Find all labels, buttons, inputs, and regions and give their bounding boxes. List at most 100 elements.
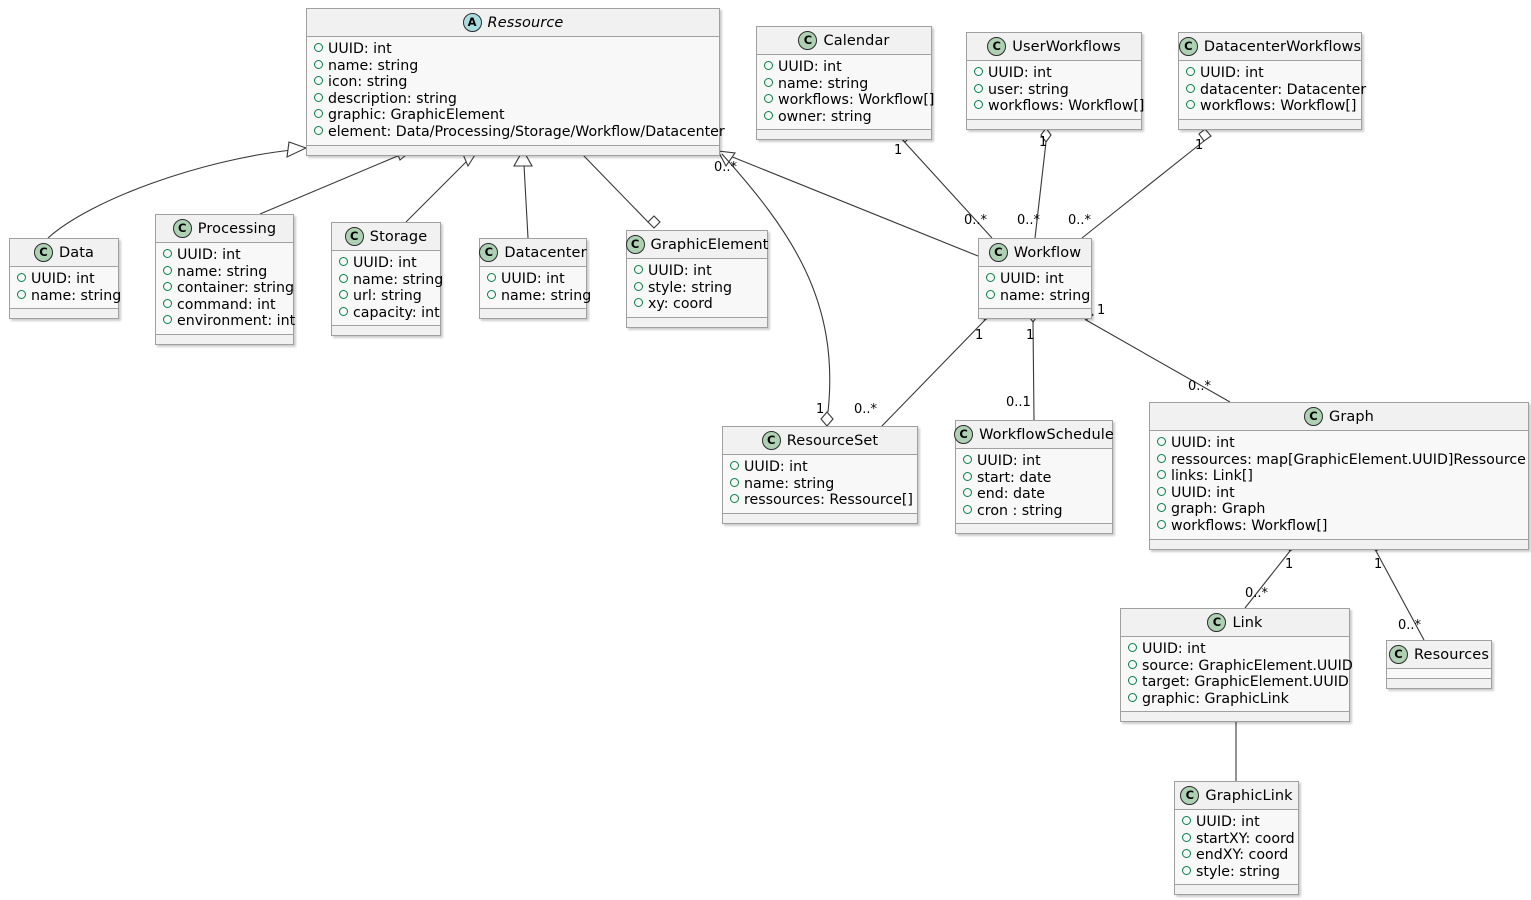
class-attribute: endXY: coord [1182,847,1292,864]
public-visibility-icon [634,265,643,274]
public-visibility-icon [1157,519,1166,529]
class-methods-data [10,309,118,319]
public-visibility-icon [1186,67,1195,76]
public-visibility-icon [1182,849,1191,859]
class-title-resourceset: ResourceSet [786,432,879,449]
class-attribute-label: environment: int [177,313,296,330]
class-attribute-label: UUID: int [1200,65,1264,81]
public-visibility-icon [339,257,348,266]
public-visibility-icon [1186,83,1195,93]
public-visibility-icon [487,289,496,299]
class-attribute: source: GraphicElement.UUID [1128,658,1353,675]
class-methods-workflow [979,309,1091,319]
class-title-graphicelement: GraphicElement [650,236,769,253]
class-attribute-label: workflows: Workflow[] [1200,98,1357,115]
public-visibility-icon [730,461,739,470]
class-attribute: command: int [163,297,287,314]
class-attribute-label: owner: string [778,108,872,125]
multiplicity-label: 1 [816,402,825,417]
class-title-userworkflows: UserWorkflows [1012,38,1121,55]
class-attribute-label: style: string [648,279,733,296]
class-methods-graphiclink [1175,885,1298,895]
public-visibility-icon [974,83,983,93]
class-attribute: name: string [986,288,1090,305]
class-attribute-label: endXY: coord [1196,847,1289,864]
class-methods-graph [1150,539,1528,549]
class-attribute: style: string [1182,864,1292,881]
class-attribute-label: graphic: GraphicElement [328,107,505,124]
public-visibility-icon [963,455,972,464]
class-attribute: workflows: Workflow[] [1157,518,1522,535]
public-visibility-icon [764,110,773,120]
public-visibility-icon [339,306,348,316]
public-visibility-icon [314,109,323,119]
public-visibility-icon [986,289,995,299]
class-attribute: UUID: int [1157,435,1522,452]
multiplicity-label: 1 [894,143,903,158]
public-visibility-icon [1157,453,1166,463]
class-attribute: UUID: int [974,65,1135,82]
multiplicity-label: 0..* [854,402,878,417]
class-attribute-label: UUID: int [353,255,417,271]
class-attribute-label: ressources: Ressource[] [744,492,913,509]
class-title-data: Data [58,244,95,261]
class-attribute: links: Link[] [1157,468,1522,485]
class-attribute-label: workflows: Workflow[] [1171,517,1328,534]
public-visibility-icon [1182,865,1191,875]
class-attribute-label: UUID: int [778,59,842,75]
multiplicity-label: 1 [1039,135,1048,150]
public-visibility-icon [1157,503,1166,513]
class-attribute-label: source: GraphicElement.UUID [1142,657,1353,674]
class-attribute: graphic: GraphicLink [1128,691,1343,708]
class-attribute: UUID: int [163,247,287,264]
public-visibility-icon [163,282,172,292]
public-visibility-icon [1186,100,1195,110]
edge-ressource-graphicelement [582,154,649,223]
public-visibility-icon [1128,692,1137,702]
public-visibility-icon [764,94,773,104]
class-attribute-label: name: string [744,475,835,492]
class-attribute-label: cron : string [977,502,1063,519]
class-methods-calendar [757,130,931,140]
class-icon: C [954,425,974,444]
multiplicity-label: 0..* [1245,586,1269,601]
class-methods-resources [1387,679,1491,688]
class-icon: C [1389,645,1409,664]
multiplicity-label: 1 [975,328,984,343]
class-attribute: url: string [339,288,434,305]
class-attribute-label: workflows: Workflow[] [988,98,1145,115]
class-attribute-label: UUID: int [1000,271,1064,287]
class-methods-ressource [307,145,719,155]
class-attribute-label: links: Link[] [1171,468,1253,485]
class-icon: C [479,243,499,262]
class-icon: C [1207,613,1227,632]
